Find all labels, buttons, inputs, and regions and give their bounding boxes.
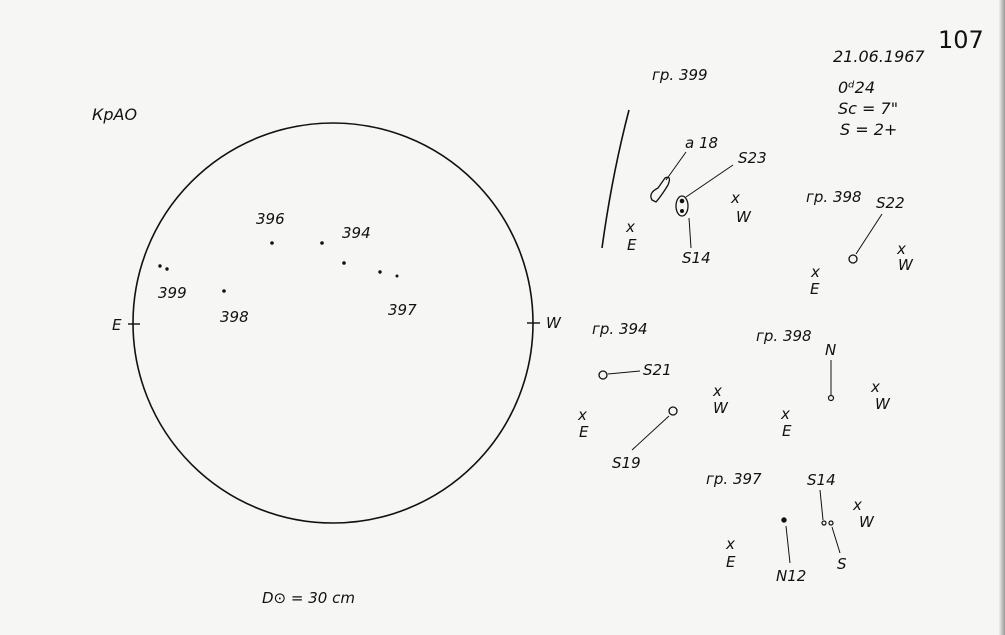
- label-s22: S22: [876, 194, 905, 212]
- label-s14: S14: [682, 249, 711, 267]
- cross-mark: x: [577, 406, 587, 424]
- label-s14-397: S14: [807, 471, 836, 489]
- group-label-396: 396: [256, 210, 285, 228]
- group-398-east: E: [782, 422, 792, 440]
- seeing: Sc = 7": [838, 99, 898, 118]
- time: 0ᵈ24: [838, 78, 875, 97]
- cross-mark: x: [712, 382, 722, 400]
- group-394-east: E: [579, 423, 589, 441]
- label-s21: S21: [643, 361, 672, 379]
- cross-mark: x: [852, 496, 862, 514]
- spot-s22: [848, 254, 858, 264]
- cross-mark: x: [625, 218, 635, 236]
- group-398-top-title: гр. 398: [806, 188, 862, 206]
- group-label-394: 394: [342, 224, 371, 242]
- group-397-east: E: [726, 553, 736, 571]
- disk-east-label: E: [112, 316, 122, 334]
- label-a18: a 18: [685, 134, 718, 152]
- group-label-398: 398: [220, 308, 249, 326]
- label-n12: N12: [776, 567, 806, 585]
- group-394-title: гр. 394: [592, 320, 648, 338]
- group-399-west: W: [736, 208, 752, 226]
- disk-west-label: W: [546, 314, 562, 332]
- cross-mark: x: [870, 378, 880, 396]
- label-s19: S19: [612, 454, 641, 472]
- spot-a18: [650, 176, 671, 203]
- group-label-399: 399: [158, 284, 187, 302]
- cross-mark: x: [780, 405, 790, 423]
- limb-arc: [601, 109, 630, 249]
- sharpness: S = 2+: [840, 120, 897, 139]
- disk-spots: [158, 241, 399, 293]
- disk-diameter-note: D⊙ = 30 cm: [262, 589, 355, 607]
- spot-s21: [598, 370, 608, 380]
- group-398-title: гр. 398: [756, 327, 812, 345]
- group-label-397: 397: [388, 301, 417, 319]
- group-399-title: гр. 399: [652, 66, 708, 84]
- page-number: 107: [938, 26, 984, 54]
- cross-mark: x: [725, 535, 735, 553]
- solar-disk: [132, 122, 534, 524]
- label-s23: S23: [738, 149, 767, 167]
- spot-s23: [675, 195, 689, 217]
- group-394-west: W: [713, 399, 729, 417]
- group-399-east: E: [627, 236, 637, 254]
- observatory-label: КрАО: [92, 105, 137, 124]
- label-n: N: [825, 341, 836, 359]
- cross-mark: x: [730, 189, 740, 207]
- group-398-top-west: W: [898, 256, 914, 274]
- spot-s19: [668, 406, 678, 416]
- cross-mark: x: [810, 263, 820, 281]
- spot-n: [827, 394, 835, 402]
- group-397-title: гр. 397: [706, 470, 762, 488]
- group-397-west: W: [859, 513, 875, 531]
- date: 21.06.1967: [833, 47, 925, 66]
- cross-mark: x: [896, 240, 906, 258]
- spot-n12: [781, 517, 787, 523]
- label-s-397: S: [837, 555, 847, 573]
- group-398-west: W: [875, 395, 891, 413]
- group-398-top-east: E: [810, 280, 820, 298]
